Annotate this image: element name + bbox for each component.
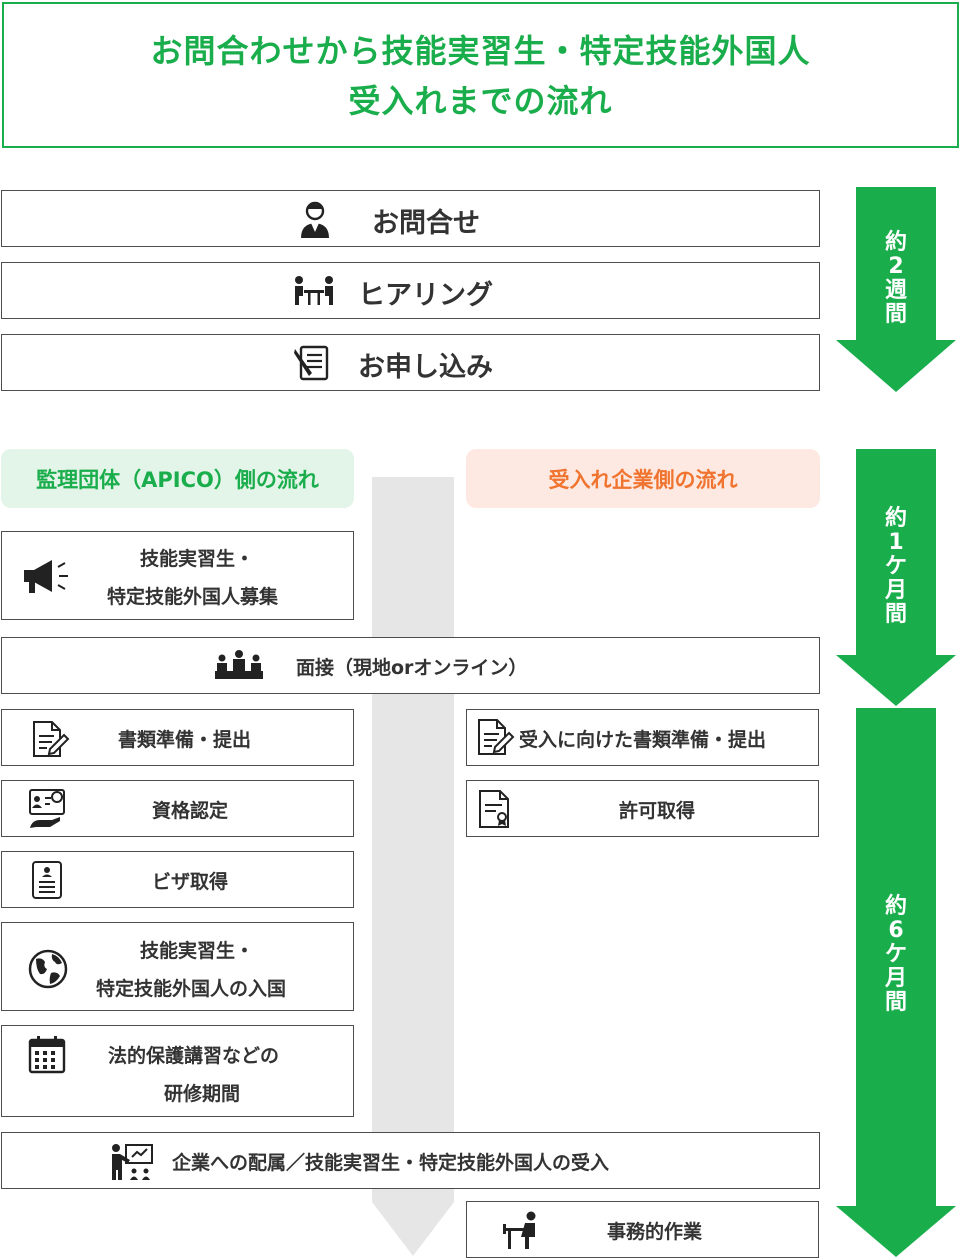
document-pen-icon [33, 721, 70, 757]
step-training-line-1: 法的保護講習などの [108, 1045, 280, 1067]
certificate-hand-icon [29, 789, 65, 828]
step-entry-line-1: 技能実習生・ [140, 940, 255, 962]
meeting-icon [295, 276, 333, 305]
title-line-2: 受入れまでの流れ [348, 82, 613, 120]
step-inquiry: お問合せ [1, 190, 820, 247]
step-placement-label: 企業への配属／技能実習生・特定技能外国人の受入 [172, 1152, 610, 1174]
title-box: お問合わせから技能実習生・特定技能外国人 受入れまでの流れ [2, 2, 959, 148]
step-interview: 面接（現地orオンライン） [1, 637, 820, 694]
passport-document-icon [32, 861, 62, 899]
step-documents-apico: 書類準備・提出 [1, 709, 354, 766]
step-visa-label: ビザ取得 [152, 871, 229, 893]
step-documents-company-label: 受入に向けた書類準備・提出 [519, 729, 767, 751]
step-qualification-label: 資格認定 [152, 800, 229, 822]
globe-icon [28, 949, 68, 989]
step-interview-label: 面接（現地orオンライン） [296, 657, 528, 679]
step-entry: 技能実習生・ 特定技能外国人の入国 [1, 922, 354, 1011]
step-hearing: ヒアリング [1, 262, 820, 319]
step-admin: 事務的作業 [466, 1201, 819, 1258]
header-apico: 監理団体（APICO）側の流れ [1, 449, 354, 508]
group-interview-icon [215, 650, 263, 679]
duration-arrow-1 [836, 187, 956, 392]
presentation-icon [112, 1144, 153, 1180]
step-permit: 許可取得 [466, 780, 819, 837]
step-permit-label: 許可取得 [619, 800, 696, 822]
step-documents-apico-label: 書類準備・提出 [118, 729, 252, 751]
calendar-icon [28, 1036, 66, 1074]
application-form-icon [294, 345, 329, 381]
step-qualification: 資格認定 [1, 780, 354, 837]
megaphone-icon [24, 560, 68, 593]
step-application-label: お申し込み [358, 352, 493, 383]
desk-worker-icon [503, 1211, 536, 1249]
step-inquiry-label: お問合せ [372, 208, 480, 239]
duration-arrow-3 [836, 708, 956, 1257]
header-company: 受入れ企業側の流れ [466, 449, 820, 508]
step-recruitment-line-2: 特定技能外国人募集 [107, 586, 279, 608]
step-documents-company: 受入に向けた書類準備・提出 [466, 709, 819, 766]
step-recruitment: 技能実習生・ 特定技能外国人募集 [1, 531, 354, 620]
title-line-1: お問合わせから技能実習生・特定技能外国人 [150, 32, 811, 70]
permit-certificate-icon [479, 790, 509, 828]
step-admin-label: 事務的作業 [607, 1221, 703, 1243]
step-visa: ビザ取得 [1, 851, 354, 908]
step-application: お申し込み [1, 334, 820, 391]
step-entry-line-2: 特定技能外国人の入国 [96, 978, 287, 1000]
person-icon [301, 201, 329, 238]
step-hearing-label: ヒアリング [358, 280, 493, 311]
duration-arrow-2 [836, 449, 956, 706]
step-training-line-2: 研修期間 [164, 1083, 241, 1105]
document-pen-icon [478, 719, 515, 755]
step-placement: 企業への配属／技能実習生・特定技能外国人の受入 [1, 1132, 820, 1189]
step-recruitment-line-1: 技能実習生・ [140, 548, 255, 570]
step-training: 法的保護講習などの 研修期間 [1, 1025, 354, 1117]
